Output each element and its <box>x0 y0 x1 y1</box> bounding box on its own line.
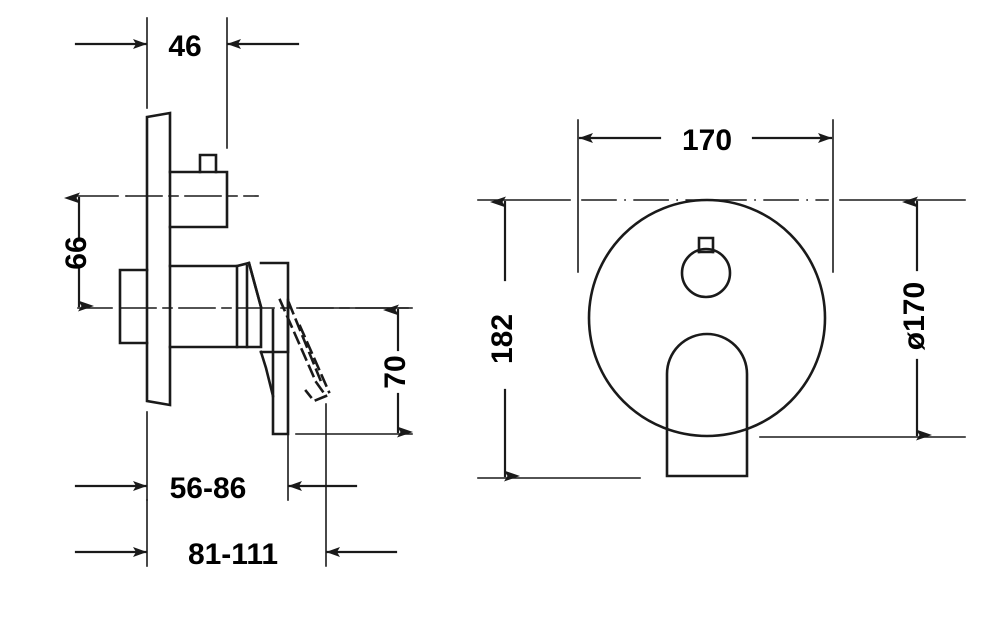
side-view-reference-lines <box>77 17 413 567</box>
diverter-body-side <box>168 170 229 229</box>
front-view-reference-lines <box>477 119 966 479</box>
dim-label-170: 170 <box>682 124 732 157</box>
side-view-dimension-lines <box>64 39 413 557</box>
dimension-labels: 46 66 70 56-86 81-111 170 182 ø170 <box>60 30 931 571</box>
side-view-geometry <box>118 111 331 436</box>
dim-label-dia170: ø170 <box>898 282 931 350</box>
escutcheon-plate-front <box>587 198 827 438</box>
dim-label-66: 66 <box>60 236 93 269</box>
hub-cone-edge <box>247 261 263 309</box>
lever-open-position-ghost <box>278 298 331 403</box>
escutcheon-plate-side <box>145 111 172 407</box>
rear-cylinder-side <box>118 268 149 345</box>
dim-label-56-86: 56-86 <box>170 472 247 505</box>
dim-label-70: 70 <box>379 355 412 388</box>
front-view-geometry <box>587 198 827 478</box>
dim-label-46: 46 <box>168 30 201 63</box>
diverter-knob-front <box>680 247 732 299</box>
diverter-tab-side <box>198 153 218 174</box>
diverter-tab-front <box>697 236 715 254</box>
dim-label-81-111: 81-111 <box>188 538 278 571</box>
main-body-side <box>168 264 239 349</box>
lever-handle-front <box>665 332 749 478</box>
lever-arm-side <box>259 298 290 436</box>
front-view-dimension-lines <box>490 133 932 482</box>
dim-label-182: 182 <box>486 314 519 364</box>
handle-hub-cone <box>235 261 263 349</box>
